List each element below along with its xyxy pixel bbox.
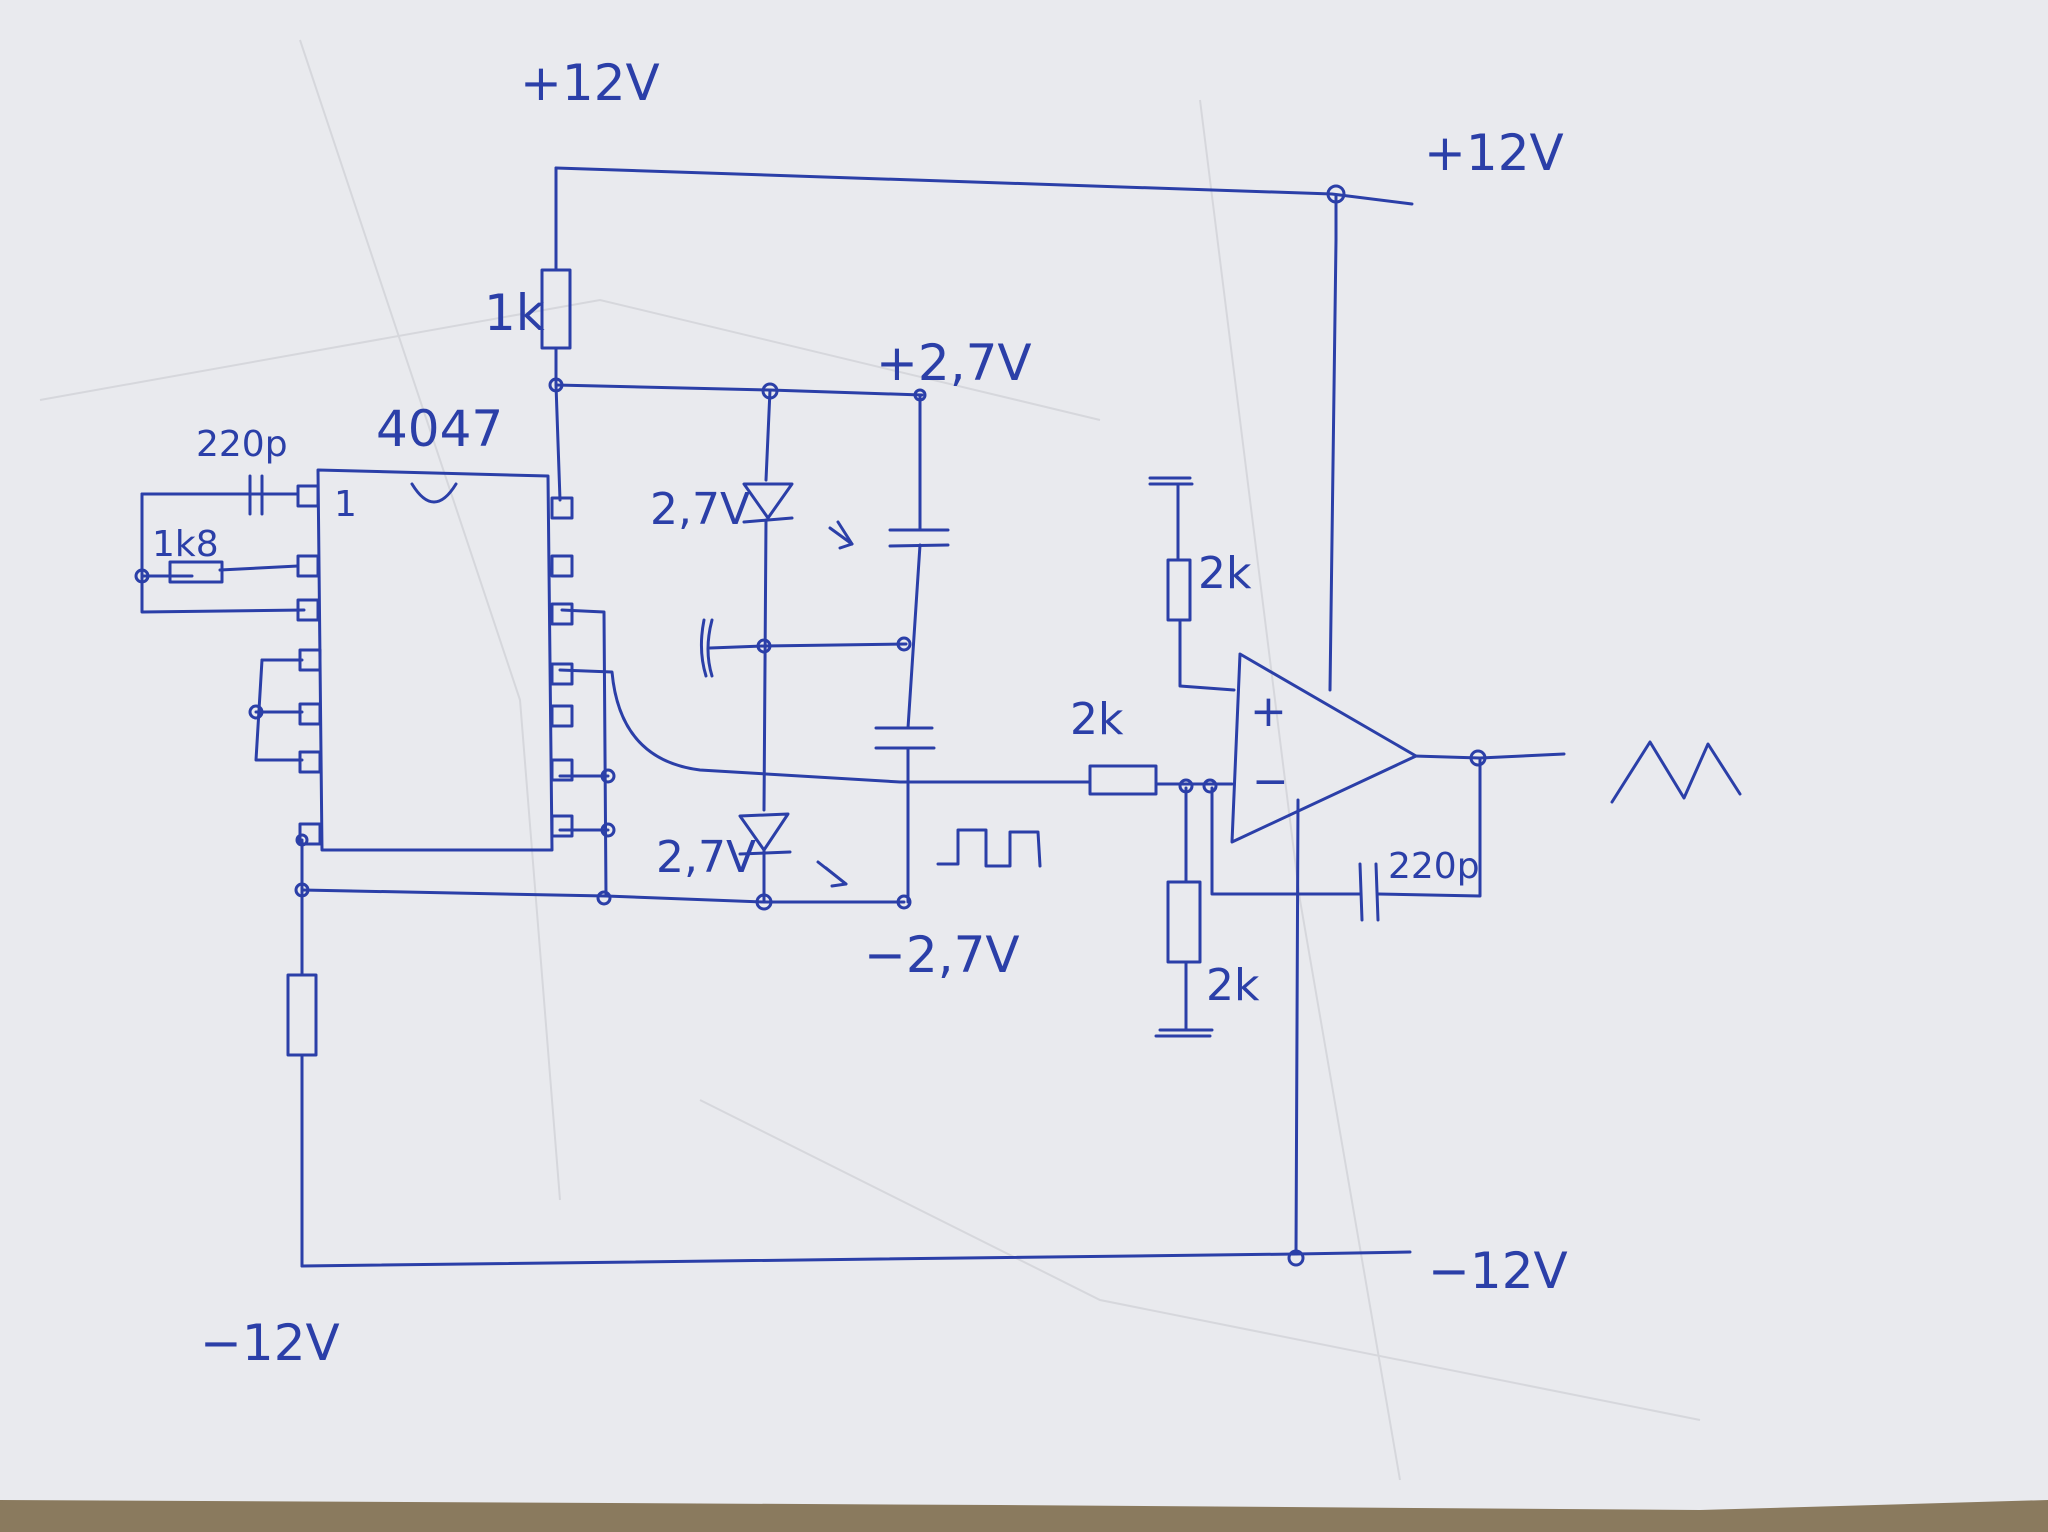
label-opamp-plus: +: [1250, 686, 1287, 737]
label-vminus-right: −12V: [1428, 1242, 1568, 1300]
triangle-wave-symbol: [1610, 740, 1742, 804]
label-resistor-2k-bottom: 2k: [1206, 960, 1260, 1011]
label-cap-220p-feedback: 220p: [1388, 846, 1480, 887]
label-resistor-2k-top: 2k: [1198, 548, 1252, 599]
resistor-2k-input: [1088, 764, 1158, 796]
square-wave-symbol: [936, 828, 1042, 868]
capacitor-220p-feedback: [1358, 862, 1380, 922]
resistor-1k8: [168, 560, 224, 584]
label-vplus-top: +12V: [520, 54, 660, 112]
ic-right-pins: [550, 496, 574, 838]
resistor-2k-bottom: [1154, 880, 1214, 1038]
label-opamp-minus: −: [1252, 756, 1289, 807]
label-zener-bottom: 2,7V: [656, 832, 756, 883]
label-resistor-1k8: 1k8: [152, 524, 219, 565]
zener-diode-top: [742, 482, 854, 550]
labels: +12V +12V −12V −12V 1k 4047 220p 1k8 1 2…: [152, 54, 1568, 1372]
label-pin-1: 1: [334, 484, 357, 525]
resistor-1k: [540, 268, 572, 350]
junction-dots: [134, 184, 1487, 1267]
resistor-2k-top: [1148, 476, 1194, 634]
label-ic-4047: 4047: [376, 400, 503, 458]
label-resistor-2k-input: 2k: [1070, 694, 1124, 745]
label-vplus-right: +12V: [1424, 124, 1564, 182]
ground-symbol-mid: [699, 618, 714, 678]
capacitor-lower: [874, 726, 936, 750]
capacitor-upper: [888, 528, 950, 548]
label-vminus-left: −12V: [200, 1314, 340, 1372]
resistor-pulldown: [286, 973, 318, 1057]
op-amp: [1230, 652, 1418, 844]
paper-creases: [39, 39, 1701, 1481]
zener-diode-bottom: [738, 812, 848, 888]
capacitor-220p-timing: [238, 474, 300, 516]
ic-4047: [296, 468, 574, 852]
label-zener-top: 2,7V: [650, 484, 750, 535]
label-rail-neg-2v7: −2,7V: [864, 926, 1020, 984]
label-cap-220p-left: 220p: [196, 424, 288, 465]
label-rail-pos-2v7: +2,7V: [876, 334, 1032, 392]
label-resistor-1k: 1k: [484, 284, 545, 342]
